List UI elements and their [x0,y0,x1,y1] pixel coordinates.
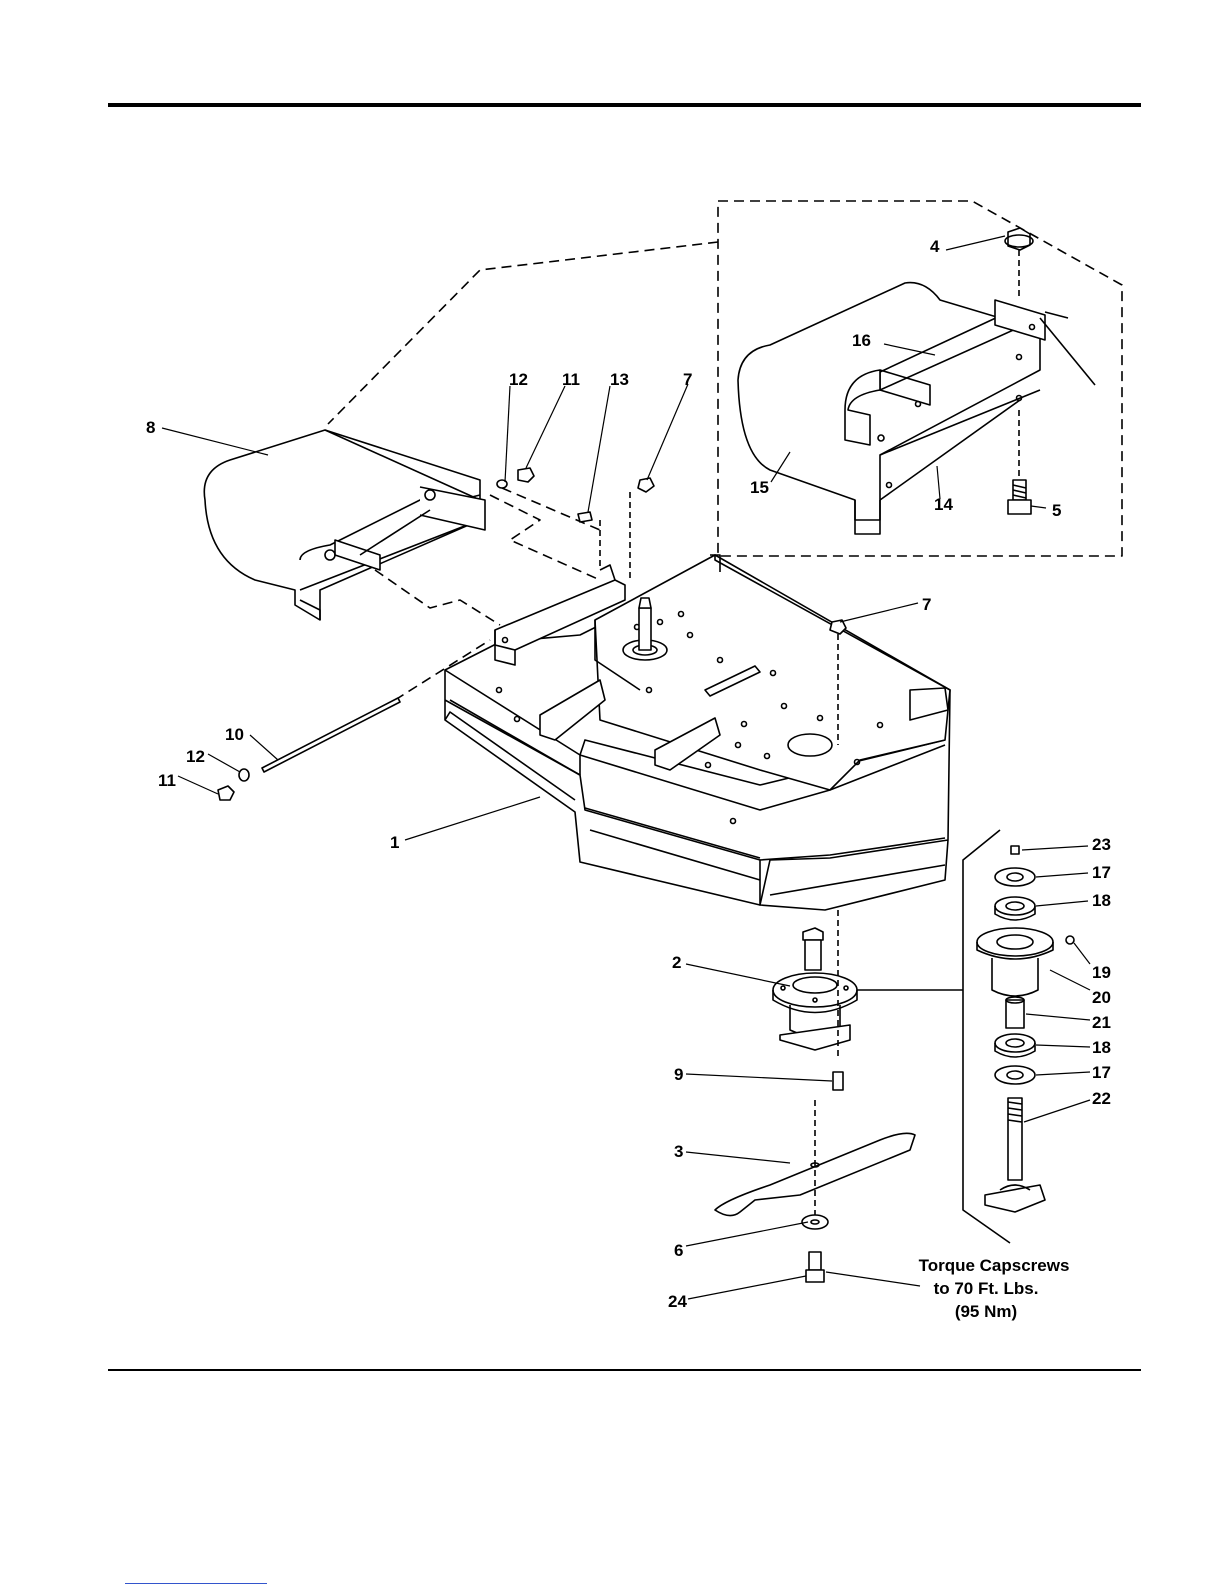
callout-12-upper: 12 [509,370,528,389]
spindle-assembly [773,928,857,1050]
hinge-rod [218,698,400,800]
callout-18-top: 18 [1092,891,1111,910]
callout-13: 13 [610,370,629,389]
mower-deck [445,555,950,910]
inset-leader [328,242,718,424]
callout-7-upper: 7 [683,370,692,389]
inset-flange-nut [1005,228,1033,250]
callout-21: 21 [1092,1013,1111,1032]
callout-17-top: 17 [1092,863,1111,882]
discharge-chute [204,430,485,620]
callout-23: 23 [1092,835,1111,854]
callout-10: 10 [225,725,244,744]
callout-3: 3 [674,1142,683,1161]
inset-capscrew [1008,480,1031,514]
callout-1: 1 [390,833,399,852]
callout-5: 5 [1052,501,1061,520]
callout-2: 2 [672,953,681,972]
callout-9: 9 [674,1065,683,1084]
callout-15: 15 [750,478,769,497]
callout-11-lower: 11 [158,771,176,790]
callout-16: 16 [852,331,871,350]
torque-note-line-1: Torque Capscrews [919,1256,1070,1275]
callout-8: 8 [146,418,155,437]
callout-18-bottom: 18 [1092,1038,1111,1057]
spindle-exploded [977,846,1074,1212]
torque-note: Torque Capscrews to 70 Ft. Lbs. (95 Nm) [919,1256,1070,1321]
callout-12-lower: 12 [186,747,205,766]
callout-11-upper: 11 [562,370,580,389]
blade-capscrew [806,1252,824,1282]
torque-note-line-3: (95 Nm) [955,1302,1017,1321]
spindle-bolt [833,1072,843,1090]
callout-14: 14 [934,495,953,514]
callout-22: 22 [1092,1089,1111,1108]
callout-17-bottom: 17 [1092,1063,1111,1082]
callout-7-deck: 7 [922,595,931,614]
callout-6: 6 [674,1241,683,1260]
callout-4: 4 [930,237,940,256]
torque-note-line-2: to 70 Ft. Lbs. [934,1279,1039,1298]
callout-20: 20 [1092,988,1111,1007]
callout-19: 19 [1092,963,1111,982]
inset-discharge-chute [738,283,1095,534]
callout-24: 24 [668,1292,687,1311]
